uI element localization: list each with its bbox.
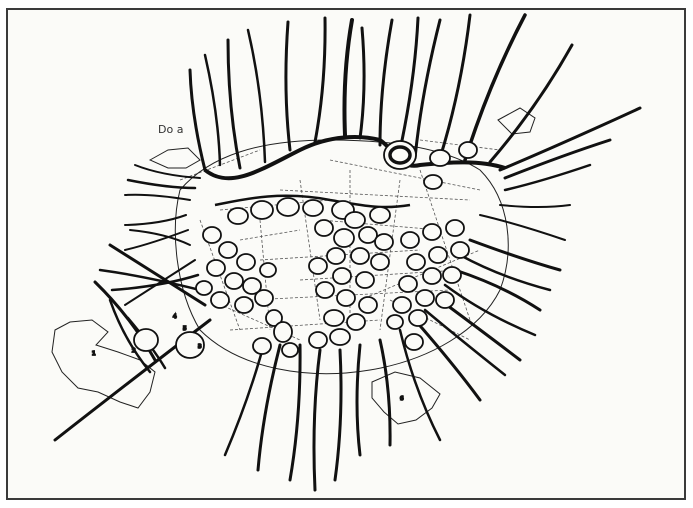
filament bbox=[445, 285, 535, 335]
filament bbox=[125, 195, 190, 200]
cell bbox=[407, 254, 425, 270]
cell bbox=[309, 258, 327, 274]
cell bbox=[459, 142, 477, 158]
cell bbox=[255, 290, 273, 306]
cell bbox=[429, 247, 447, 263]
filament bbox=[125, 260, 195, 305]
cell bbox=[356, 272, 374, 288]
cell bbox=[345, 212, 365, 228]
cell bbox=[337, 290, 355, 306]
cell bbox=[316, 282, 334, 298]
cell bbox=[333, 268, 351, 284]
cell bbox=[359, 297, 377, 313]
cell bbox=[423, 268, 441, 284]
cell bbox=[237, 254, 255, 270]
filament bbox=[205, 55, 220, 165]
filament bbox=[500, 205, 570, 207]
filament bbox=[380, 340, 390, 445]
filament bbox=[125, 215, 186, 225]
cell-numeral: 2 bbox=[132, 348, 136, 354]
fine-line bbox=[280, 190, 470, 200]
cell bbox=[387, 315, 403, 329]
cell bbox=[443, 267, 461, 283]
filament bbox=[380, 20, 392, 145]
filament bbox=[415, 320, 480, 400]
prominent-cell bbox=[390, 147, 410, 163]
cell bbox=[409, 310, 427, 326]
filament bbox=[190, 70, 205, 170]
cell bbox=[315, 220, 333, 236]
cell bbox=[327, 248, 345, 264]
cell bbox=[211, 292, 229, 308]
cell-numeral: 5 bbox=[183, 326, 187, 332]
cell bbox=[423, 224, 441, 240]
filament bbox=[440, 15, 470, 158]
cell bbox=[251, 201, 273, 219]
cell bbox=[277, 198, 299, 216]
filament bbox=[315, 18, 325, 142]
cell bbox=[436, 292, 454, 308]
radiating-filaments bbox=[55, 15, 640, 490]
filament bbox=[248, 30, 265, 162]
cell bbox=[207, 260, 225, 276]
filament bbox=[290, 345, 300, 480]
filament bbox=[360, 28, 364, 138]
fine-line bbox=[240, 230, 300, 240]
filament bbox=[286, 22, 290, 150]
cell bbox=[334, 229, 354, 247]
cell bbox=[405, 334, 423, 350]
cell bbox=[330, 329, 350, 345]
cell-numeral: 1 bbox=[92, 351, 96, 357]
cell bbox=[401, 232, 419, 248]
cell bbox=[196, 281, 212, 295]
filament bbox=[480, 215, 565, 240]
cell bbox=[309, 332, 327, 348]
cell bbox=[451, 242, 469, 258]
cell bbox=[399, 276, 417, 292]
cell bbox=[235, 297, 253, 313]
cell bbox=[303, 200, 323, 216]
filament bbox=[335, 350, 341, 480]
filament bbox=[400, 18, 418, 150]
cell bbox=[446, 220, 464, 236]
scribble-text: Do a bbox=[158, 123, 183, 136]
filament bbox=[258, 345, 280, 470]
cell bbox=[134, 329, 158, 351]
filament bbox=[314, 350, 320, 490]
filament bbox=[500, 108, 640, 170]
cell bbox=[430, 150, 450, 166]
filament bbox=[344, 20, 352, 135]
cell bbox=[253, 338, 271, 354]
cell bbox=[370, 207, 390, 223]
cell bbox=[260, 263, 276, 277]
cell bbox=[228, 208, 248, 224]
cell-numeral: 4 bbox=[173, 314, 177, 320]
filament bbox=[228, 40, 240, 168]
cell bbox=[282, 343, 298, 357]
cell bbox=[371, 254, 389, 270]
filament bbox=[455, 270, 540, 310]
cell-numeral: 3 bbox=[198, 344, 202, 350]
cell bbox=[393, 297, 411, 313]
filament bbox=[505, 165, 590, 190]
filament bbox=[415, 20, 440, 158]
cell bbox=[274, 322, 292, 342]
cell bbox=[347, 314, 365, 330]
cell bbox=[424, 175, 442, 189]
filament bbox=[465, 15, 525, 160]
cell bbox=[324, 310, 344, 326]
cell bbox=[225, 273, 243, 289]
cell bbox=[416, 290, 434, 306]
central-ring-top bbox=[205, 137, 505, 178]
filament bbox=[357, 345, 360, 455]
cell-numeral: 6 bbox=[400, 396, 404, 402]
filament bbox=[225, 340, 265, 455]
upper-left-outline-patch bbox=[150, 148, 200, 168]
cell bbox=[203, 227, 221, 243]
cell bbox=[375, 234, 393, 250]
cell bbox=[351, 248, 369, 264]
filament bbox=[112, 275, 198, 290]
cell bbox=[219, 242, 237, 258]
